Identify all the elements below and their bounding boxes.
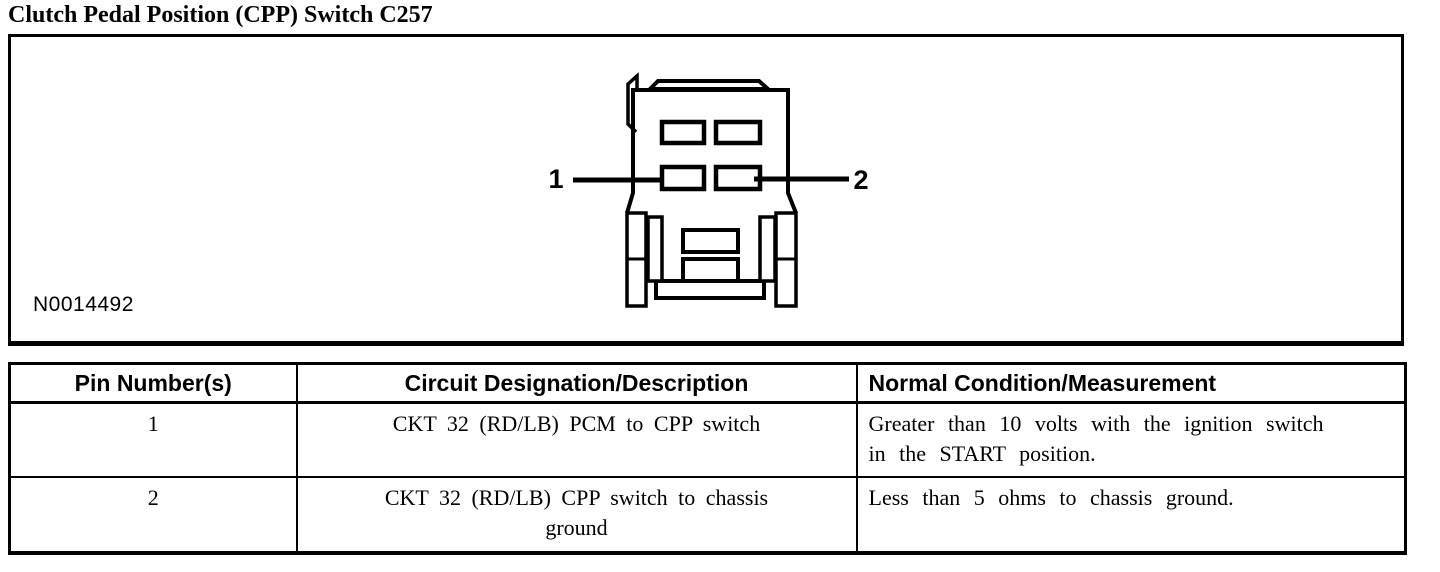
- connector-latch-icon: [626, 72, 639, 134]
- inner-rail-right-icon: [758, 215, 777, 283]
- pin-table: Pin Number(s) Circuit Designation/Descri…: [8, 362, 1407, 555]
- center-slot-lower-icon: [681, 257, 740, 283]
- pin-2-circuit-cell: CKT 32 (RD/LB) CPP switch to chassis gro…: [295, 475, 858, 554]
- pin-slot-top-right-icon: [713, 119, 763, 146]
- header-circuit-designation: Circuit Designation/Description: [295, 362, 858, 404]
- pin-1-condition-cell: Greater than 10 volts with the ignition …: [855, 401, 1407, 478]
- connector-base-bar-icon: [654, 279, 766, 300]
- center-slot-upper-icon: [681, 228, 740, 254]
- pin-slot-top-left-icon: [659, 119, 707, 146]
- figure-caption: N0014492: [33, 293, 134, 316]
- pin-2-label: 2: [853, 165, 868, 195]
- pin-2-number-cell: 2: [8, 475, 298, 554]
- connector-tab-icon: [645, 79, 774, 91]
- table-row-pin-2: 2 CKT 32 (RD/LB) CPP switch to chassis g…: [8, 475, 1407, 554]
- table-row-pin-1: 1 CKT 32 (RD/LB) PCM to CPP switch Great…: [8, 401, 1407, 478]
- connector-diagram: 1 2: [548, 72, 869, 308]
- pin-2-condition-cell: Less than 5 ohms to chassis ground.: [855, 475, 1407, 554]
- page-title: Clutch Pedal Position (CPP) Switch C257: [8, 2, 433, 28]
- pin-1-label: 1: [548, 164, 563, 194]
- pin-1-circuit-cell: CKT 32 (RD/LB) PCM to CPP switch: [295, 401, 858, 478]
- header-normal-condition: Normal Condition/Measurement: [855, 362, 1407, 404]
- pin-1-number-cell: 1: [8, 401, 298, 478]
- header-pin-number: Pin Number(s): [8, 362, 298, 404]
- pin-slot-1-icon: [659, 164, 707, 192]
- pin-table-header-row: Pin Number(s) Circuit Designation/Descri…: [8, 362, 1407, 404]
- inner-rail-left-icon: [646, 215, 664, 283]
- pin-slot-2-icon: [713, 164, 763, 192]
- connector-body-icon: [625, 88, 798, 214]
